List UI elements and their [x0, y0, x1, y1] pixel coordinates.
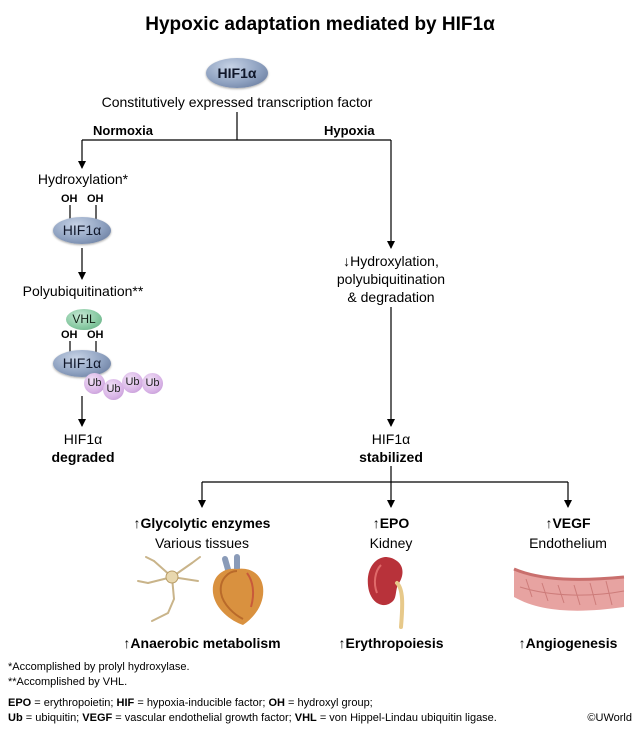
- abbreviation-term: Ub: [8, 712, 23, 724]
- abbreviation-term: EPO: [8, 697, 32, 709]
- abbreviation-definition: = ubiquitin;: [22, 712, 83, 724]
- abbreviation-definition: = hypoxia-inducible factor;: [134, 697, 269, 709]
- hif1a-protein-ubiquitinated: HIF1α: [53, 350, 111, 377]
- epo-label: ↑EPO: [372, 515, 410, 531]
- abbreviations-line-2: Ub = ubiquitin; VEGF = vascular endothel…: [8, 711, 497, 726]
- reduced-hydroxylation-line3: & degradation: [347, 289, 435, 305]
- abbreviation-definition: = von Hippel-Lindau ubiquitin ligase.: [316, 712, 497, 724]
- abbreviation-term: OH: [268, 697, 286, 709]
- blood-vessel-illustration: [513, 567, 625, 611]
- oh-label: OH: [87, 193, 104, 205]
- glycolytic-enzymes-label: ↑Glycolytic enzymes: [133, 515, 271, 531]
- diagram-title: Hypoxic adaptation mediated by HIF1α: [145, 14, 495, 35]
- erythropoiesis-label: ↑Erythropoiesis: [338, 635, 444, 651]
- reduced-hydroxylation-line1: ↓Hydroxylation,: [343, 253, 439, 269]
- hypoxia-label: Hypoxia: [324, 123, 375, 138]
- abbreviation-definition: = erythropoietin;: [31, 697, 117, 709]
- hif1a-protein-hydroxylated: HIF1α: [53, 217, 111, 244]
- ubiquitin-tag: Ub: [122, 372, 143, 393]
- kidney-label: Kidney: [369, 535, 413, 551]
- ubiquitin-tag: Ub: [84, 373, 105, 394]
- abbreviation-term: VEGF: [82, 712, 113, 724]
- oh-label: OH: [61, 329, 78, 341]
- footnote-2: **Accomplished by VHL.: [8, 676, 128, 688]
- stabilized-result-line2: stabilized: [359, 449, 423, 465]
- oh-label: OH: [87, 329, 104, 341]
- reduced-hydroxylation-line2: polyubiquitination: [336, 271, 446, 287]
- abbreviation-definition: = hydroxyl group;: [285, 697, 373, 709]
- abbreviation-definition: = vascular endothelial growth factor;: [112, 712, 295, 724]
- copyright-notice: ©UWorld: [587, 712, 632, 724]
- polyubiquitination-step: Polyubiquitination**: [22, 283, 144, 299]
- degraded-result-line2: degraded: [51, 449, 115, 465]
- footnotes: *Accomplished by prolyl hydroxylase. **A…: [8, 660, 497, 726]
- ubiquitin-tag: Ub: [103, 379, 124, 400]
- abbreviation-term: VHL: [294, 712, 317, 724]
- oh-label: OH: [61, 193, 78, 205]
- various-tissues-label: Various tissues: [155, 535, 249, 551]
- kidney-illustration: [367, 557, 405, 629]
- anaerobic-metabolism-label: ↑Anaerobic metabolism: [123, 635, 281, 651]
- vhl-protein: VHL: [66, 309, 102, 330]
- stabilized-result-line1: HIF1α: [371, 431, 411, 447]
- hif1a-description: Constitutively expressed transcription f…: [101, 94, 373, 110]
- footnote-1: *Accomplished by prolyl hydroxylase.: [8, 661, 190, 673]
- endothelium-label: Endothelium: [529, 535, 607, 551]
- neuron-illustration: [137, 556, 201, 622]
- angiogenesis-label: ↑Angiogenesis: [518, 635, 618, 651]
- ubiquitin-tag: Ub: [142, 373, 163, 394]
- normoxia-label: Normoxia: [93, 123, 153, 138]
- hydroxylation-step: Hydroxylation*: [37, 171, 129, 187]
- hif1a-protein-top: HIF1α: [206, 58, 268, 88]
- heart-illustration: [212, 554, 264, 625]
- abbreviation-term: HIF: [116, 697, 135, 709]
- vegf-label: ↑VEGF: [545, 515, 591, 531]
- degraded-result-line1: HIF1α: [63, 431, 103, 447]
- abbreviations-line-1: EPO = erythropoietin; HIF = hypoxia-indu…: [8, 696, 497, 711]
